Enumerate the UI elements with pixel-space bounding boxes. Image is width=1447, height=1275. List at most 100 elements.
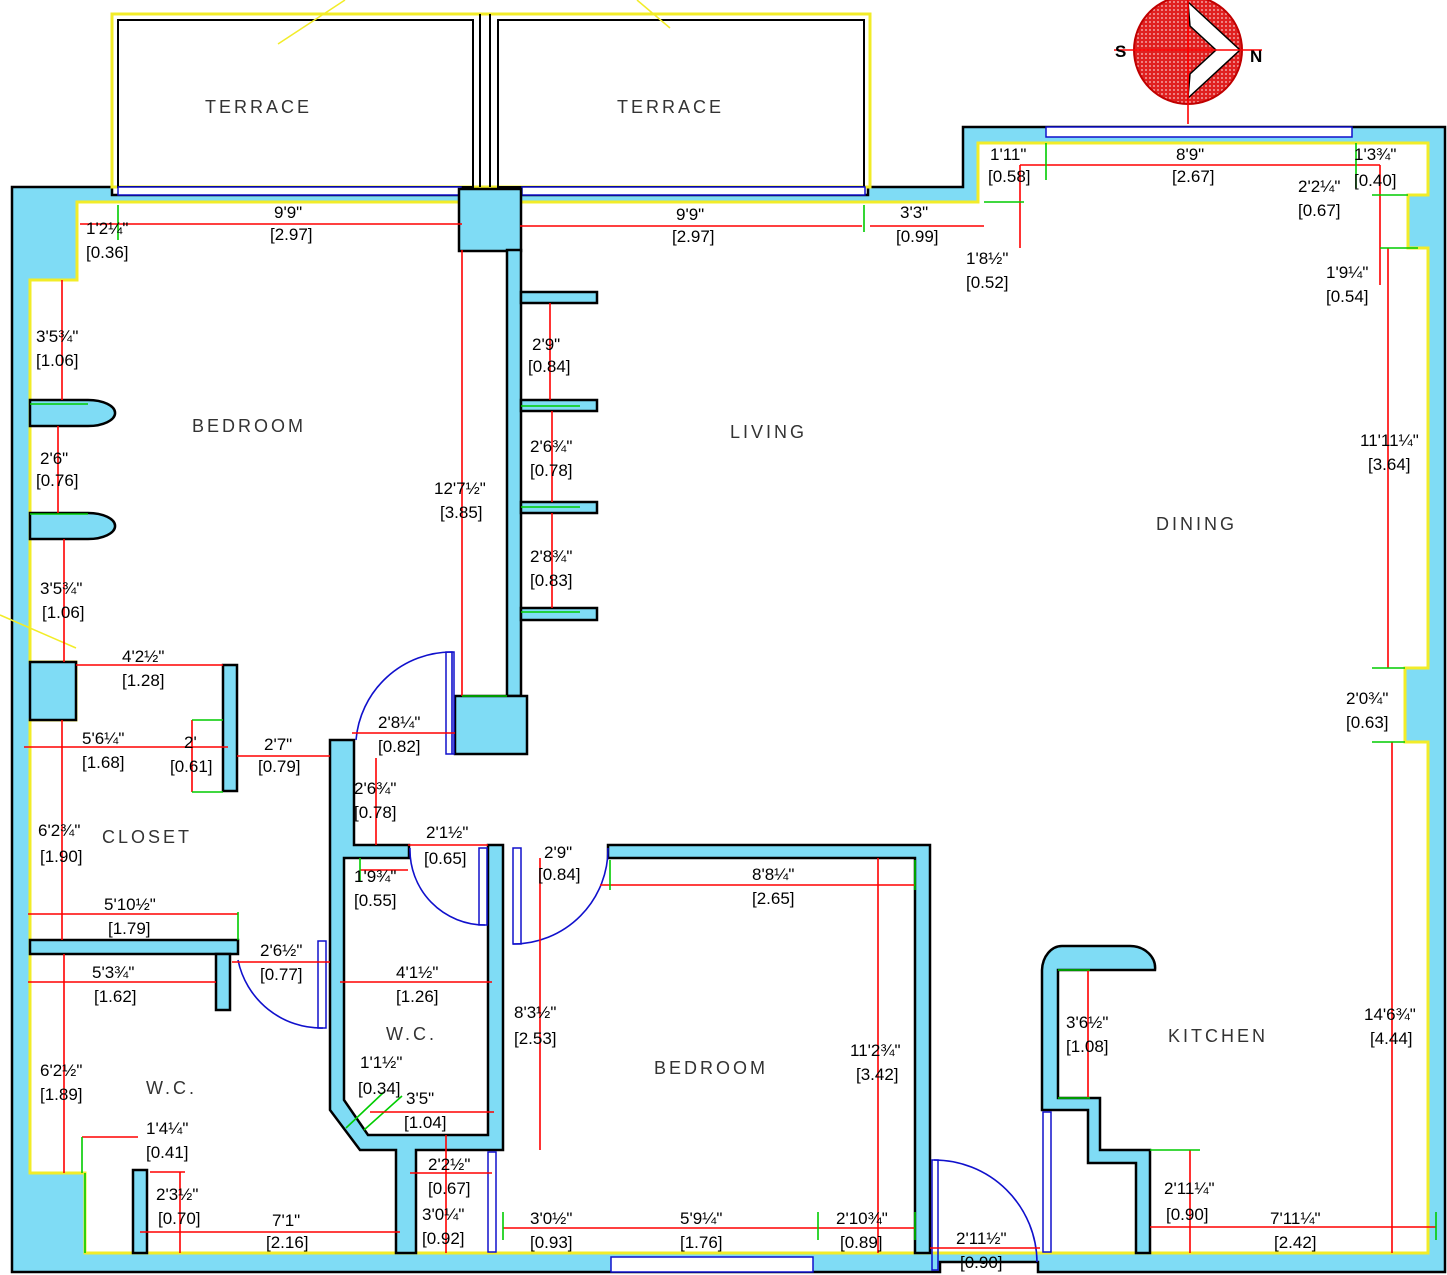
dim-ft: 8'3½" — [514, 1003, 556, 1022]
dim-ft: 11'11¼" — [1360, 431, 1419, 450]
dim-ft: 2'0¾" — [1346, 689, 1388, 708]
dim-ft: 2'10¾" — [836, 1209, 888, 1228]
dim-ft: 2'11¼" — [1164, 1179, 1215, 1198]
dim-ft: 2'8¾" — [530, 547, 572, 566]
terraces — [0, 0, 872, 649]
dim-ft: 5'6¼" — [82, 729, 124, 748]
dim-m: [0.84] — [538, 865, 581, 884]
dim-m: [0.65] — [424, 849, 467, 868]
dim-ft: 6'2¾" — [38, 821, 80, 840]
dim-ft: 8'9" — [1176, 145, 1204, 164]
dim-ft: 2'9" — [532, 335, 560, 354]
dim-m: [0.58] — [988, 167, 1031, 186]
dim-ft: 3'0¼" — [422, 1205, 464, 1224]
dim-m: [0.63] — [1346, 713, 1389, 732]
room-label-bedroom-1: BEDROOM — [192, 416, 306, 436]
dim-ft: 1'2¼" — [86, 219, 128, 238]
dim-ft: 2'6" — [40, 449, 68, 468]
dim-ft: 9'9" — [676, 205, 704, 224]
dim-ft: 4'1½" — [396, 963, 438, 982]
dim-ft: 5'3¾" — [92, 963, 134, 982]
dim-m: [1.62] — [94, 987, 137, 1006]
dim-m: [0.41] — [146, 1143, 189, 1162]
dim-m: [3.64] — [1368, 455, 1411, 474]
dim-ft: 1'11" — [990, 145, 1026, 164]
dim-ft: 8'8¼" — [752, 865, 794, 884]
dim-m: [4.44] — [1370, 1029, 1413, 1048]
dim-ft: 1'1½" — [360, 1053, 402, 1072]
dim-m: [0.83] — [530, 571, 573, 590]
dim-m: [1.79] — [108, 919, 151, 938]
dim-m: [1.68] — [82, 753, 125, 772]
dim-m: [0.90] — [1166, 1205, 1209, 1224]
dim-ft: 3'6½" — [1066, 1013, 1108, 1032]
dim-ft: 7'11¼" — [1270, 1209, 1321, 1228]
dim-m: [2.67] — [1172, 167, 1215, 186]
dim-m: [2.53] — [514, 1029, 557, 1048]
dim-ft: 2'9" — [544, 843, 572, 862]
dim-m: [1.28] — [122, 671, 165, 690]
dim-m: [0.92] — [422, 1229, 465, 1248]
dim-ft: 3'5¾" — [36, 327, 78, 346]
dim-m: [1.08] — [1066, 1037, 1109, 1056]
dim-m: [0.78] — [354, 803, 397, 822]
dim-m: [1.89] — [40, 1085, 83, 1104]
dim-m: [1.06] — [36, 351, 79, 370]
room-label-closet: CLOSET — [102, 827, 192, 847]
compass-south-label: S — [1115, 42, 1126, 61]
dim-ft: 2'6¾" — [530, 437, 572, 456]
room-label-wc-2: W.C. — [146, 1078, 197, 1098]
dim-ft: 4'2½" — [122, 647, 164, 666]
dim-ft: 2' — [184, 733, 197, 752]
room-label-bedroom-2: BEDROOM — [654, 1058, 768, 1078]
dim-ft: 1'9¾" — [354, 867, 396, 886]
dim-m: [0.67] — [428, 1179, 471, 1198]
dim-m: [3.42] — [856, 1065, 899, 1084]
dim-ft: 9'9" — [274, 203, 302, 222]
room-label-wc-1: W.C. — [386, 1024, 437, 1044]
dim-m: [0.78] — [530, 461, 573, 480]
dim-m: [0.84] — [528, 357, 571, 376]
dim-m: [0.90] — [960, 1253, 1003, 1272]
dim-m: [3.85] — [440, 503, 483, 522]
extension-ticks — [30, 143, 1437, 1253]
dim-m: [2.97] — [270, 225, 313, 244]
dim-m: [0.36] — [86, 243, 129, 262]
dim-ft: 2'2½" — [428, 1155, 470, 1174]
dim-ft: 5'10½" — [104, 895, 156, 914]
dim-m: [1.26] — [396, 987, 439, 1006]
dim-ft: 3'5" — [406, 1089, 434, 1108]
dim-ft: 6'2½" — [40, 1061, 82, 1080]
dim-m: [2.16] — [266, 1233, 309, 1252]
dim-m: [0.54] — [1326, 287, 1369, 306]
dimension-lines — [24, 164, 1436, 1253]
dim-m: [1.06] — [42, 603, 85, 622]
dim-ft: 2'8¼" — [378, 713, 420, 732]
dim-ft: 3'3" — [900, 203, 928, 222]
dim-ft: 2'6½" — [260, 941, 302, 960]
dim-ft: 2'3½" — [156, 1185, 198, 1204]
dim-m: [0.61] — [170, 757, 213, 776]
dim-m: [0.89] — [840, 1233, 883, 1252]
room-label-dining: DINING — [1156, 514, 1237, 534]
dim-ft: 2'7" — [264, 735, 292, 754]
dim-m: [0.76] — [36, 471, 79, 490]
dim-m: [2.42] — [1274, 1233, 1317, 1252]
dim-m: [0.99] — [896, 227, 939, 246]
dim-m: [0.79] — [258, 757, 301, 776]
dim-ft: 5'9¼" — [680, 1209, 722, 1228]
doors — [237, 651, 1052, 1271]
dim-m: [1.76] — [680, 1233, 723, 1252]
dim-m: [0.34] — [358, 1079, 401, 1098]
dim-ft: 14'6¾" — [1364, 1005, 1416, 1024]
compass-north-label: N — [1250, 47, 1262, 66]
room-label-kitchen: KITCHEN — [1168, 1026, 1268, 1046]
dim-ft: 7'1" — [272, 1211, 300, 1230]
dim-m: [0.70] — [158, 1209, 201, 1228]
room-label-terrace-2: TERRACE — [617, 97, 724, 117]
dim-m: [0.93] — [530, 1233, 573, 1252]
dim-m: [1.04] — [404, 1113, 447, 1132]
dim-ft: 1'4¼" — [146, 1119, 188, 1138]
dim-ft: 3'0½" — [530, 1209, 572, 1228]
